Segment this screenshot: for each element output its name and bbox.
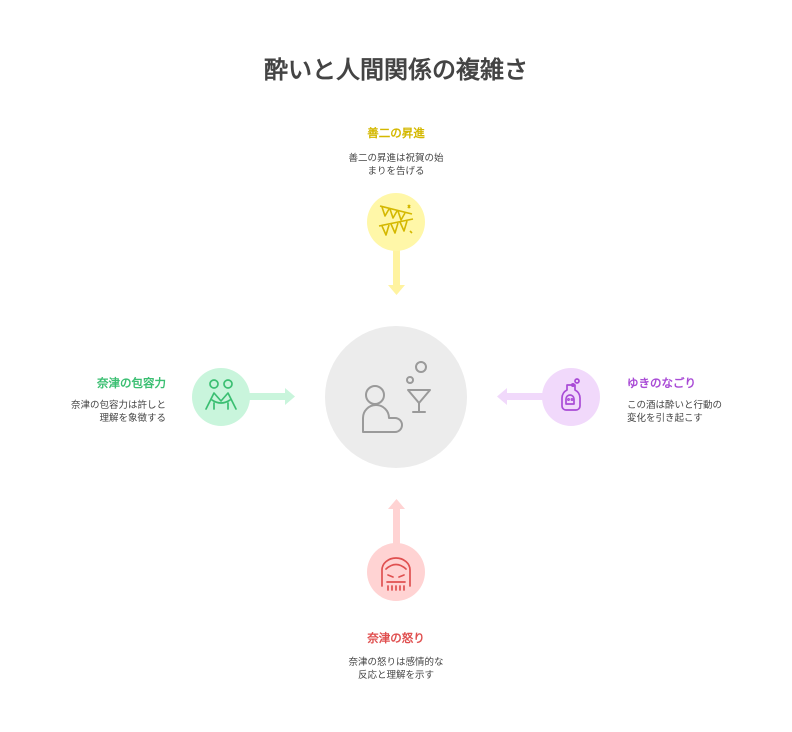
- bottom-circle: [367, 543, 425, 601]
- bottom-node-label: 奈津の怒り: [367, 631, 425, 645]
- bottom-node-desc-line-1: 奈津の怒りは感情的な: [348, 657, 444, 668]
- right-node-label: ゆきのなごり: [627, 376, 696, 390]
- right-node-description: この酒は酔いと行動の 変化を引き起こす: [627, 399, 777, 425]
- left-node-desc-line-1: 奈津の包容力は許しと: [70, 400, 166, 411]
- diagram-title: 酔いと人間関係の複雑さ: [264, 56, 528, 84]
- bottom-node-description: 奈津の怒りは感情的な 反応と理解を示す: [296, 656, 496, 682]
- left-node: [192, 368, 295, 426]
- right-node-desc-line-1: この酒は酔いと行動の: [627, 400, 723, 411]
- top-node-desc-line-2: まりを告げる: [367, 166, 425, 177]
- center-circle: [325, 326, 467, 468]
- top-node-label: 善二の昇進: [367, 126, 425, 140]
- bottom-node: [367, 499, 425, 601]
- top-node-desc-line-1: 善二の昇進は祝賀の始: [348, 153, 444, 164]
- left-node-description: 奈津の包容力は許しと 理解を象徴する: [20, 399, 166, 425]
- celebration-bunting-icon: [378, 204, 414, 236]
- left-arrow: [248, 388, 295, 405]
- person-with-cocktail-icon: [362, 361, 431, 433]
- bottom-arrow: [388, 499, 405, 544]
- top-arrow: [388, 250, 405, 295]
- left-node-label: 奈津の包容力: [97, 376, 166, 390]
- bottom-node-desc-line-2: 反応と理解を示す: [357, 670, 434, 681]
- left-circle: [192, 368, 250, 426]
- embrace-icon: [205, 379, 237, 410]
- angry-face-icon: [381, 557, 411, 591]
- left-node-desc-line-2: 理解を象徴する: [99, 413, 166, 424]
- right-node: [497, 368, 600, 426]
- top-node: [367, 193, 425, 295]
- right-arrow: [497, 388, 544, 405]
- top-node-description: 善二の昇進は祝賀の始 まりを告げる: [296, 152, 496, 178]
- sake-bottle-icon: [561, 378, 581, 411]
- right-circle: [542, 368, 600, 426]
- right-node-desc-line-2: 変化を引き起こす: [627, 413, 703, 424]
